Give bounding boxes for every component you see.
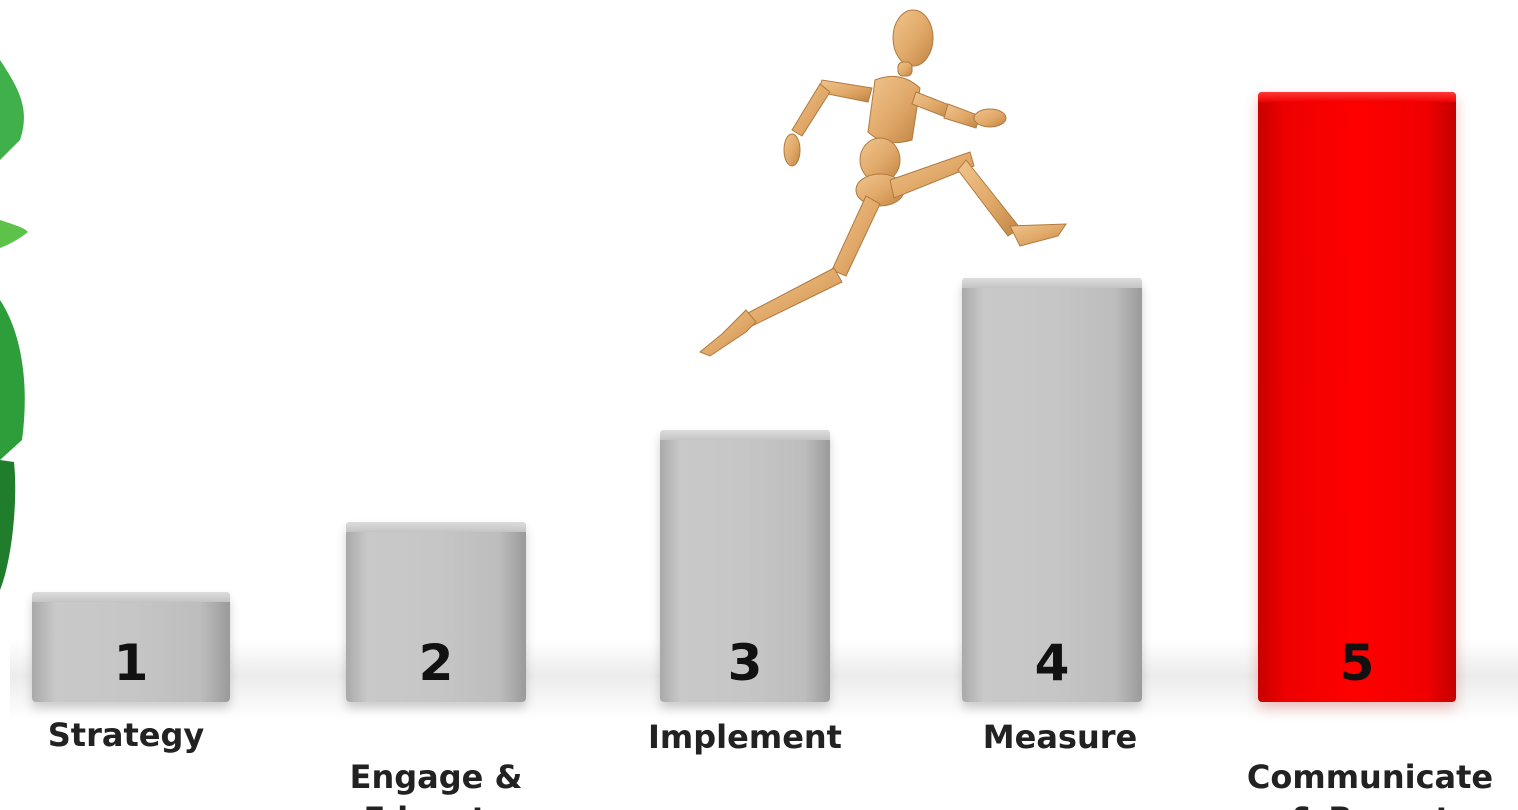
step-label-1: Strategy <box>26 714 226 756</box>
step-bar-2: 2 <box>346 522 526 702</box>
step-number-4: 4 <box>1034 634 1070 692</box>
step-bar-body <box>1258 92 1456 702</box>
step-label-text: Measure <box>982 718 1138 756</box>
step-number-2: 2 <box>418 634 454 692</box>
step-bar-body <box>962 278 1142 702</box>
step-number-3: 3 <box>727 634 763 692</box>
step-bar-top <box>1258 92 1456 102</box>
step-number-5: 5 <box>1339 634 1375 692</box>
step-bar-body <box>346 522 526 702</box>
step-label-4: Measure <box>955 716 1165 758</box>
step-label-text: Implement <box>648 718 842 756</box>
step-label-2: Engage & Educate <box>336 714 536 810</box>
step-label-text: Communicate & Report <box>1246 758 1494 810</box>
step-number-1: 1 <box>113 634 149 692</box>
step-bar-top <box>660 430 830 440</box>
step-label-3: Implement <box>640 716 850 758</box>
wooden-mannequin-running-icon <box>699 9 1067 357</box>
step-label-text: Strategy <box>47 716 205 754</box>
step-bar-1: 1 <box>32 592 230 702</box>
green-leaf-icon <box>0 60 28 590</box>
step-bar-top <box>346 522 526 532</box>
step-bar-5: 5 <box>1258 92 1456 702</box>
step-bar-3: 3 <box>660 430 830 702</box>
step-bar-body <box>660 430 830 702</box>
step-label-5: Communicate & Report <box>1230 714 1510 810</box>
step-bar-top <box>32 592 230 602</box>
step-bar-body <box>32 592 230 702</box>
step-bar-top <box>962 278 1142 288</box>
step-bar-4: 4 <box>962 278 1142 702</box>
step-label-text: Engage & Educate <box>349 758 523 810</box>
